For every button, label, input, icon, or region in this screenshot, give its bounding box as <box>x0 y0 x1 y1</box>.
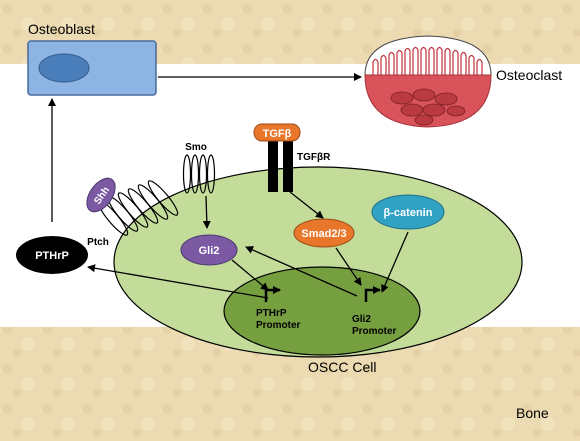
osteoclast-cell <box>364 35 492 128</box>
smo-receptor <box>182 154 216 194</box>
tgfb-molecule <box>253 123 301 142</box>
bcatenin-label: β-catenin <box>384 207 433 219</box>
pthrp-label: PTHrP <box>35 250 69 262</box>
tgfb-label: TGFβ <box>263 128 292 140</box>
oscc-cell-label: OSCC Cell <box>308 359 376 375</box>
osteoblast-cell <box>27 40 157 96</box>
smo-label: Smo <box>185 142 207 153</box>
pthrp-promoter-line2: Promoter <box>256 320 301 331</box>
arrow-gli2-promoter-to-gli2 <box>245 246 358 297</box>
arrows <box>48 73 409 299</box>
gli2-label: Gli2 <box>199 245 220 257</box>
ptch-label: Ptch <box>87 237 109 248</box>
transcription-arrow-pthrp <box>264 286 281 302</box>
osteoclast-label: Osteoclast <box>496 67 562 83</box>
arrow-bcatenin-to-gli2-promoter <box>381 231 409 293</box>
arrow-tgfbr-to-smad <box>289 191 324 219</box>
bone-label: Bone <box>516 405 549 421</box>
smad-label: Smad2/3 <box>301 228 346 240</box>
shh-molecule <box>86 177 116 213</box>
bcatenin-molecule <box>371 194 445 230</box>
pthrp-molecule <box>16 236 88 274</box>
arrow-pthrp-promoter-to-pthrp <box>87 264 269 299</box>
arrow-gli2-to-pthrp-promoter <box>231 259 269 291</box>
gli2-promoter-line2: Promoter <box>352 326 397 337</box>
arrow-smo-to-gli2 <box>202 195 211 229</box>
transcription-arrow-gli2 <box>364 286 381 302</box>
osteoblast-label: Osteoblast <box>28 21 95 37</box>
gli2-molecule <box>180 234 238 266</box>
tgfbr-receptor <box>268 140 293 192</box>
tgfbr-label: TGFβR <box>297 152 331 163</box>
pthrp-promoter-line1: PTHrP <box>256 308 287 319</box>
gli2-promoter-line1: Gli2 <box>352 314 371 325</box>
smad-molecule <box>293 218 355 248</box>
arrow-smad-to-gli2-promoter <box>335 247 362 286</box>
